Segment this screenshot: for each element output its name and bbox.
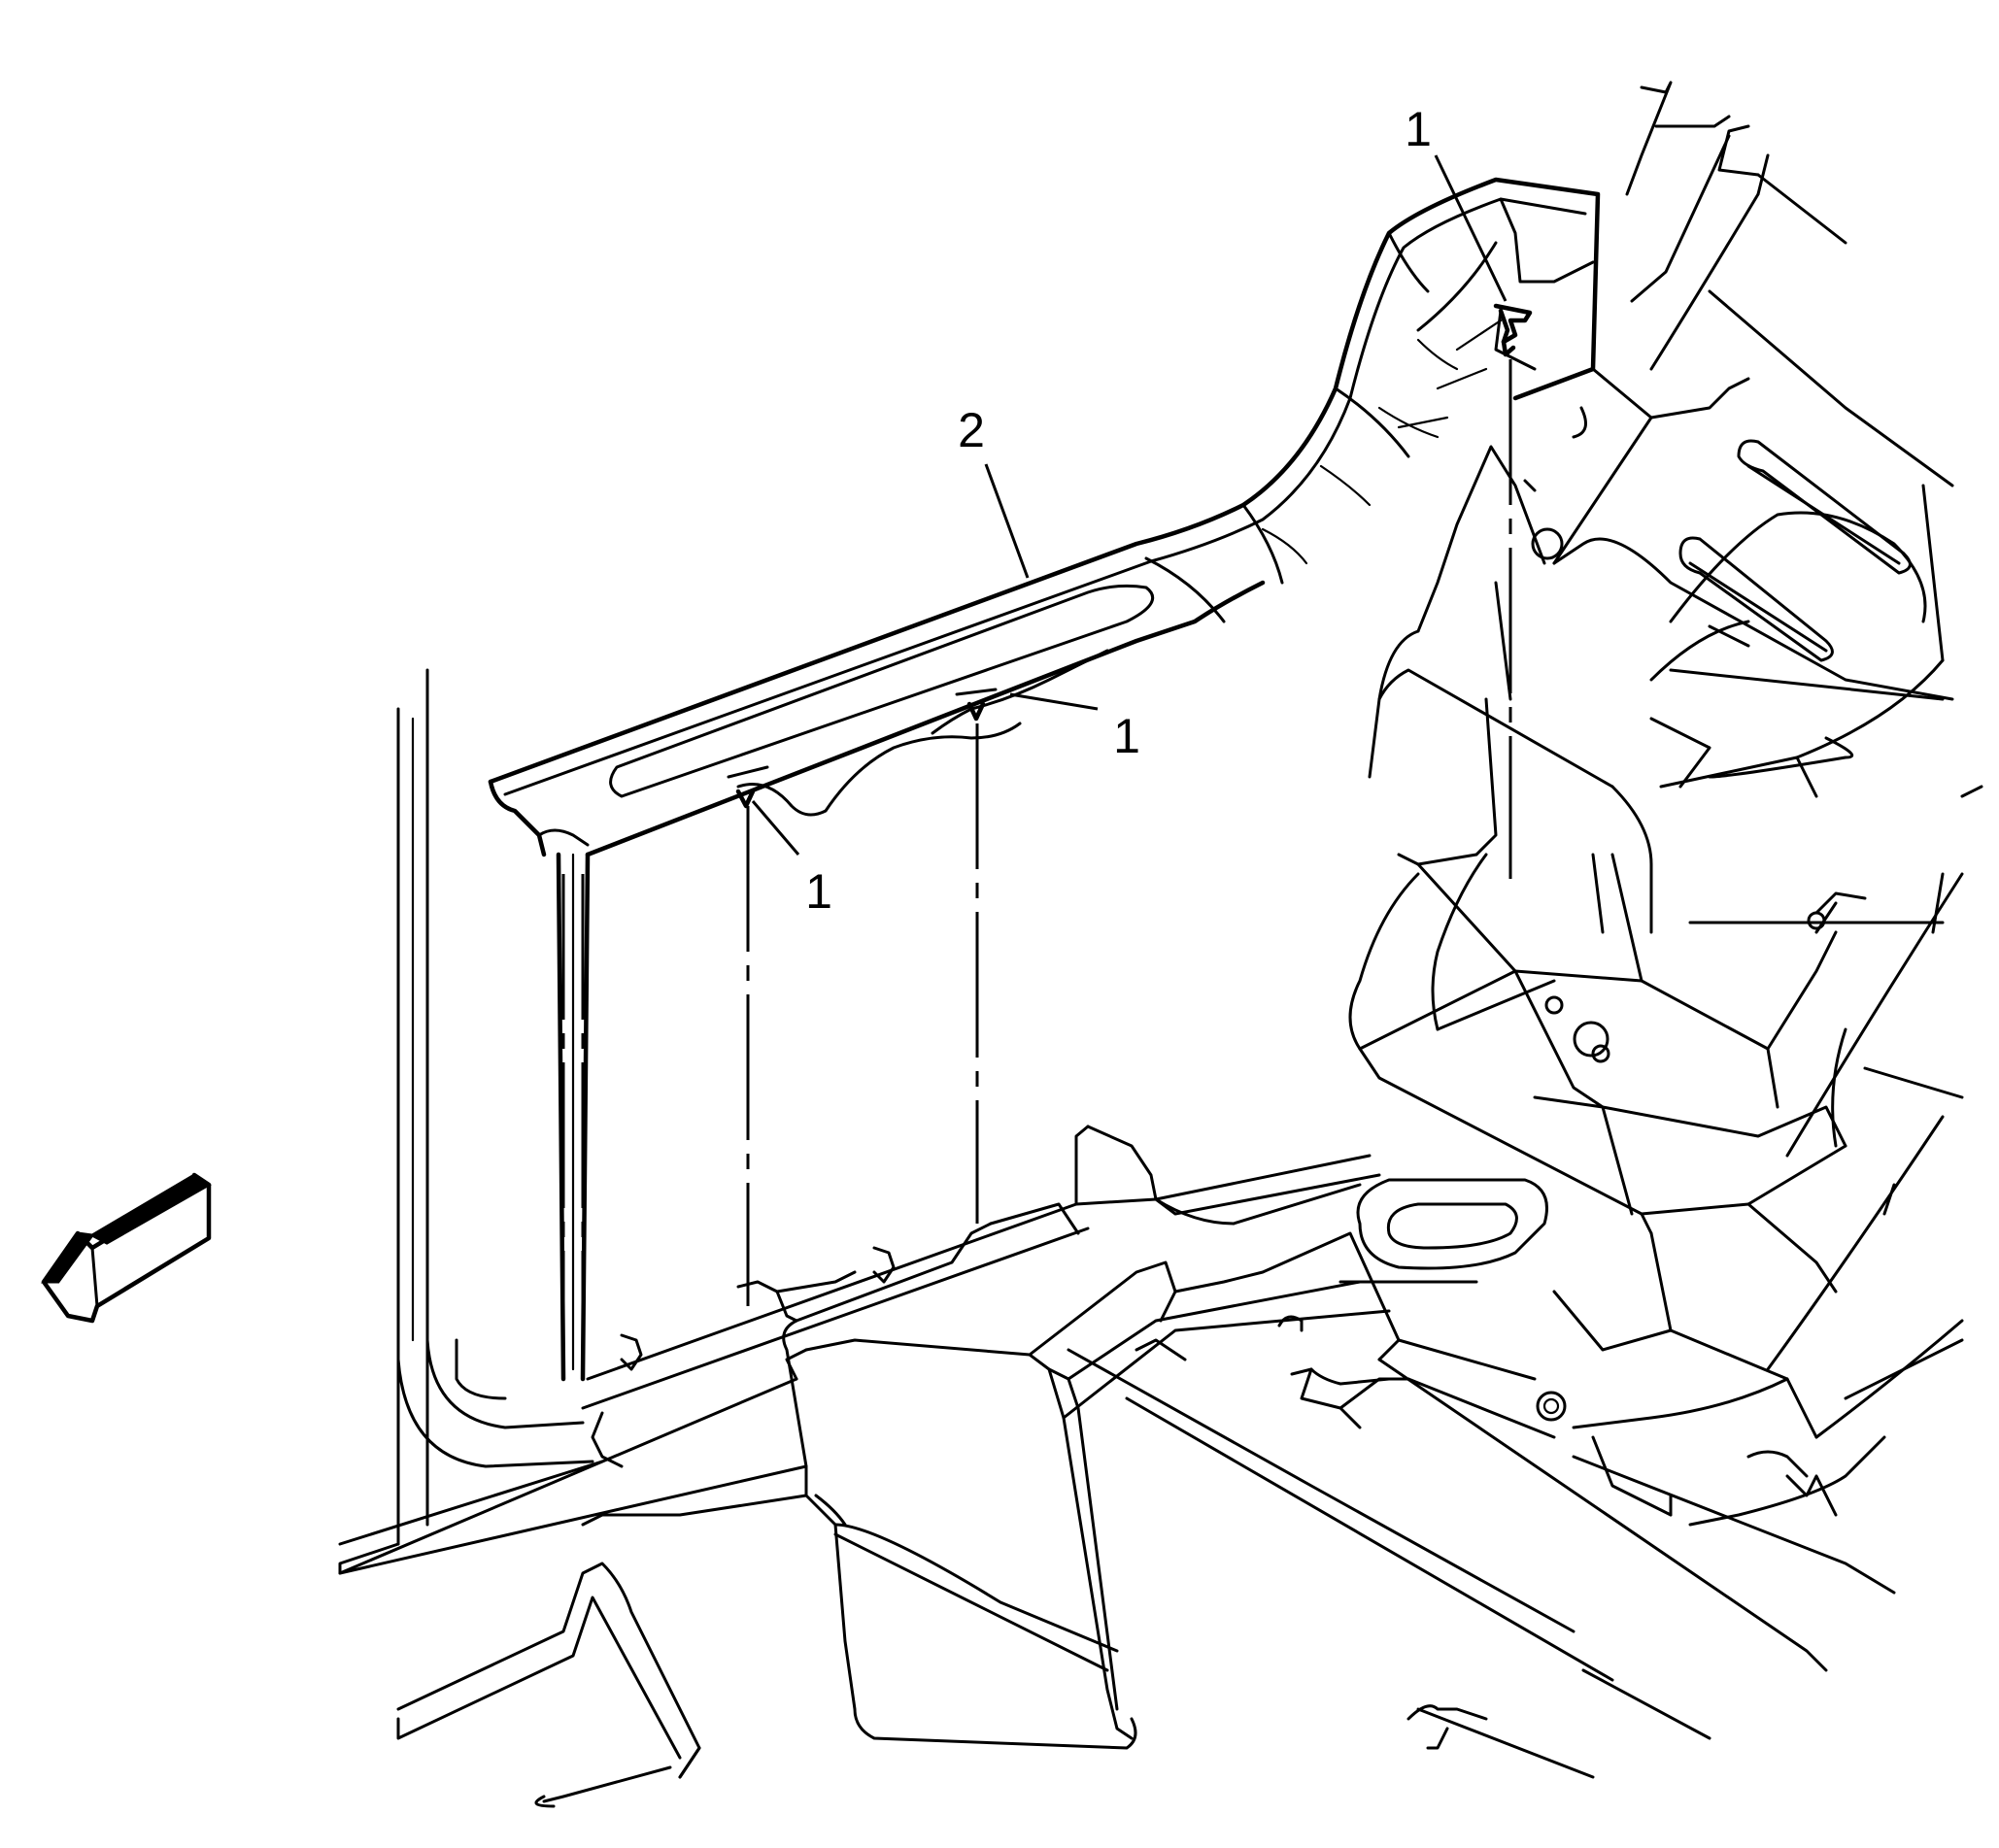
front-direction-arrow-icon	[41, 1172, 212, 1324]
installation-lines	[561, 359, 1512, 1369]
leader-lines	[751, 154, 1508, 856]
trim-panel	[488, 177, 1601, 1382]
rocker-floor	[338, 1125, 1828, 1808]
callout-clip-top: 1	[1405, 102, 1432, 156]
callout-clip-lower: 1	[805, 864, 832, 919]
clip-middle	[955, 688, 998, 722]
clip-lower	[727, 765, 769, 809]
callout-clip-middle: 1	[1113, 709, 1140, 763]
floor-structure	[1277, 81, 1983, 1750]
clip-top	[1493, 303, 1533, 357]
left-pillar	[338, 668, 604, 1546]
callout-trim-panel: 2	[958, 403, 985, 457]
